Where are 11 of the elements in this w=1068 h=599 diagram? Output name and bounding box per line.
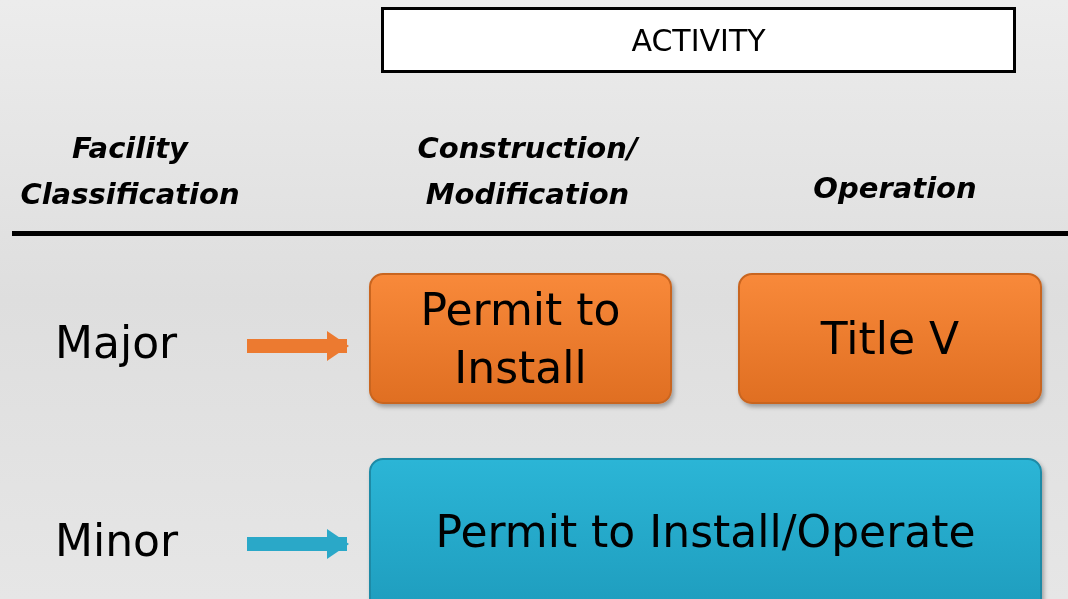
process-box: Title V [738,273,1042,404]
column-header: Construction/ Modification [416,130,641,214]
row-label: Major [55,312,245,372]
process-box: Permit to Install/Operate [369,458,1042,599]
arrow [247,331,349,361]
arrow [247,529,349,559]
row-label: Minor [55,510,245,570]
column-header: Operation [812,170,978,207]
header-box: ACTIVITY [381,7,1016,73]
process-box: Permit to Install [369,273,672,404]
column-header: Facility Classification [19,130,241,214]
